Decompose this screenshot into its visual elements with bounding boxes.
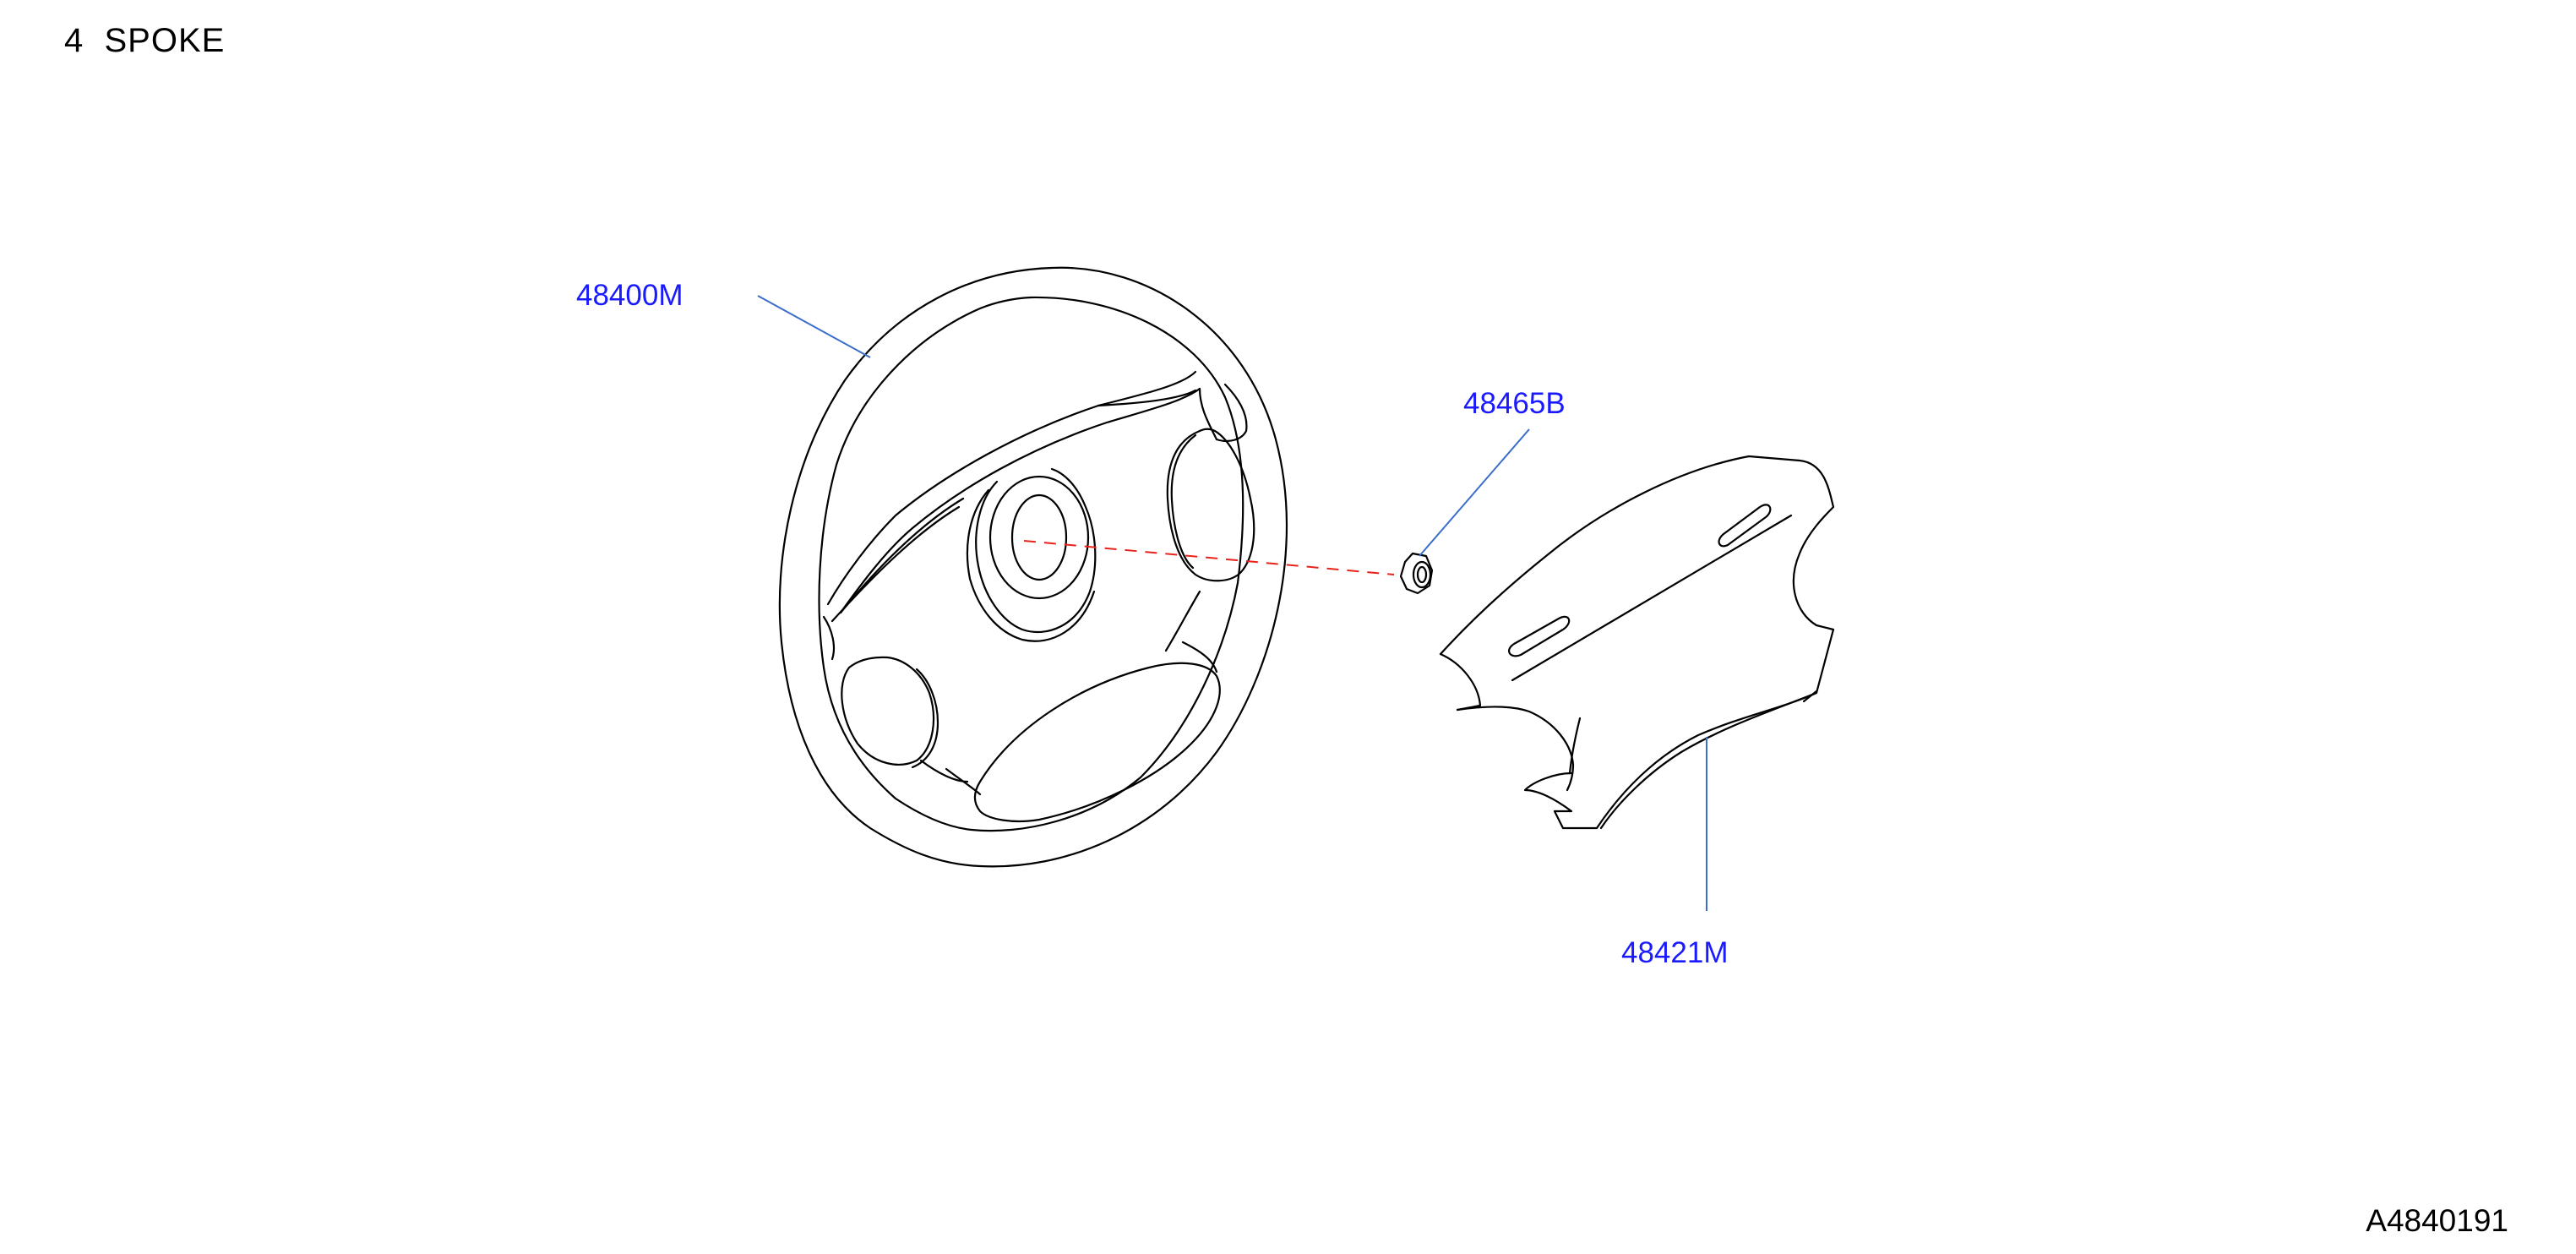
part-label-48465B[interactable]: 48465B bbox=[1463, 387, 1566, 420]
figure-id: A4840191 bbox=[2366, 1203, 2508, 1238]
leader-line-48400M bbox=[757, 295, 871, 358]
pad-cover[interactable] bbox=[1439, 455, 1835, 830]
steering-wheel[interactable] bbox=[778, 266, 1288, 868]
assembly-axis-line bbox=[1023, 540, 1395, 575]
leader-line-48465B bbox=[1419, 428, 1530, 557]
diagram-title: 4 SPOKE bbox=[64, 22, 226, 59]
part-label-48421M[interactable]: 48421M bbox=[1621, 936, 1729, 969]
nut[interactable] bbox=[1399, 552, 1434, 595]
part-label-48400M[interactable]: 48400M bbox=[576, 279, 683, 312]
